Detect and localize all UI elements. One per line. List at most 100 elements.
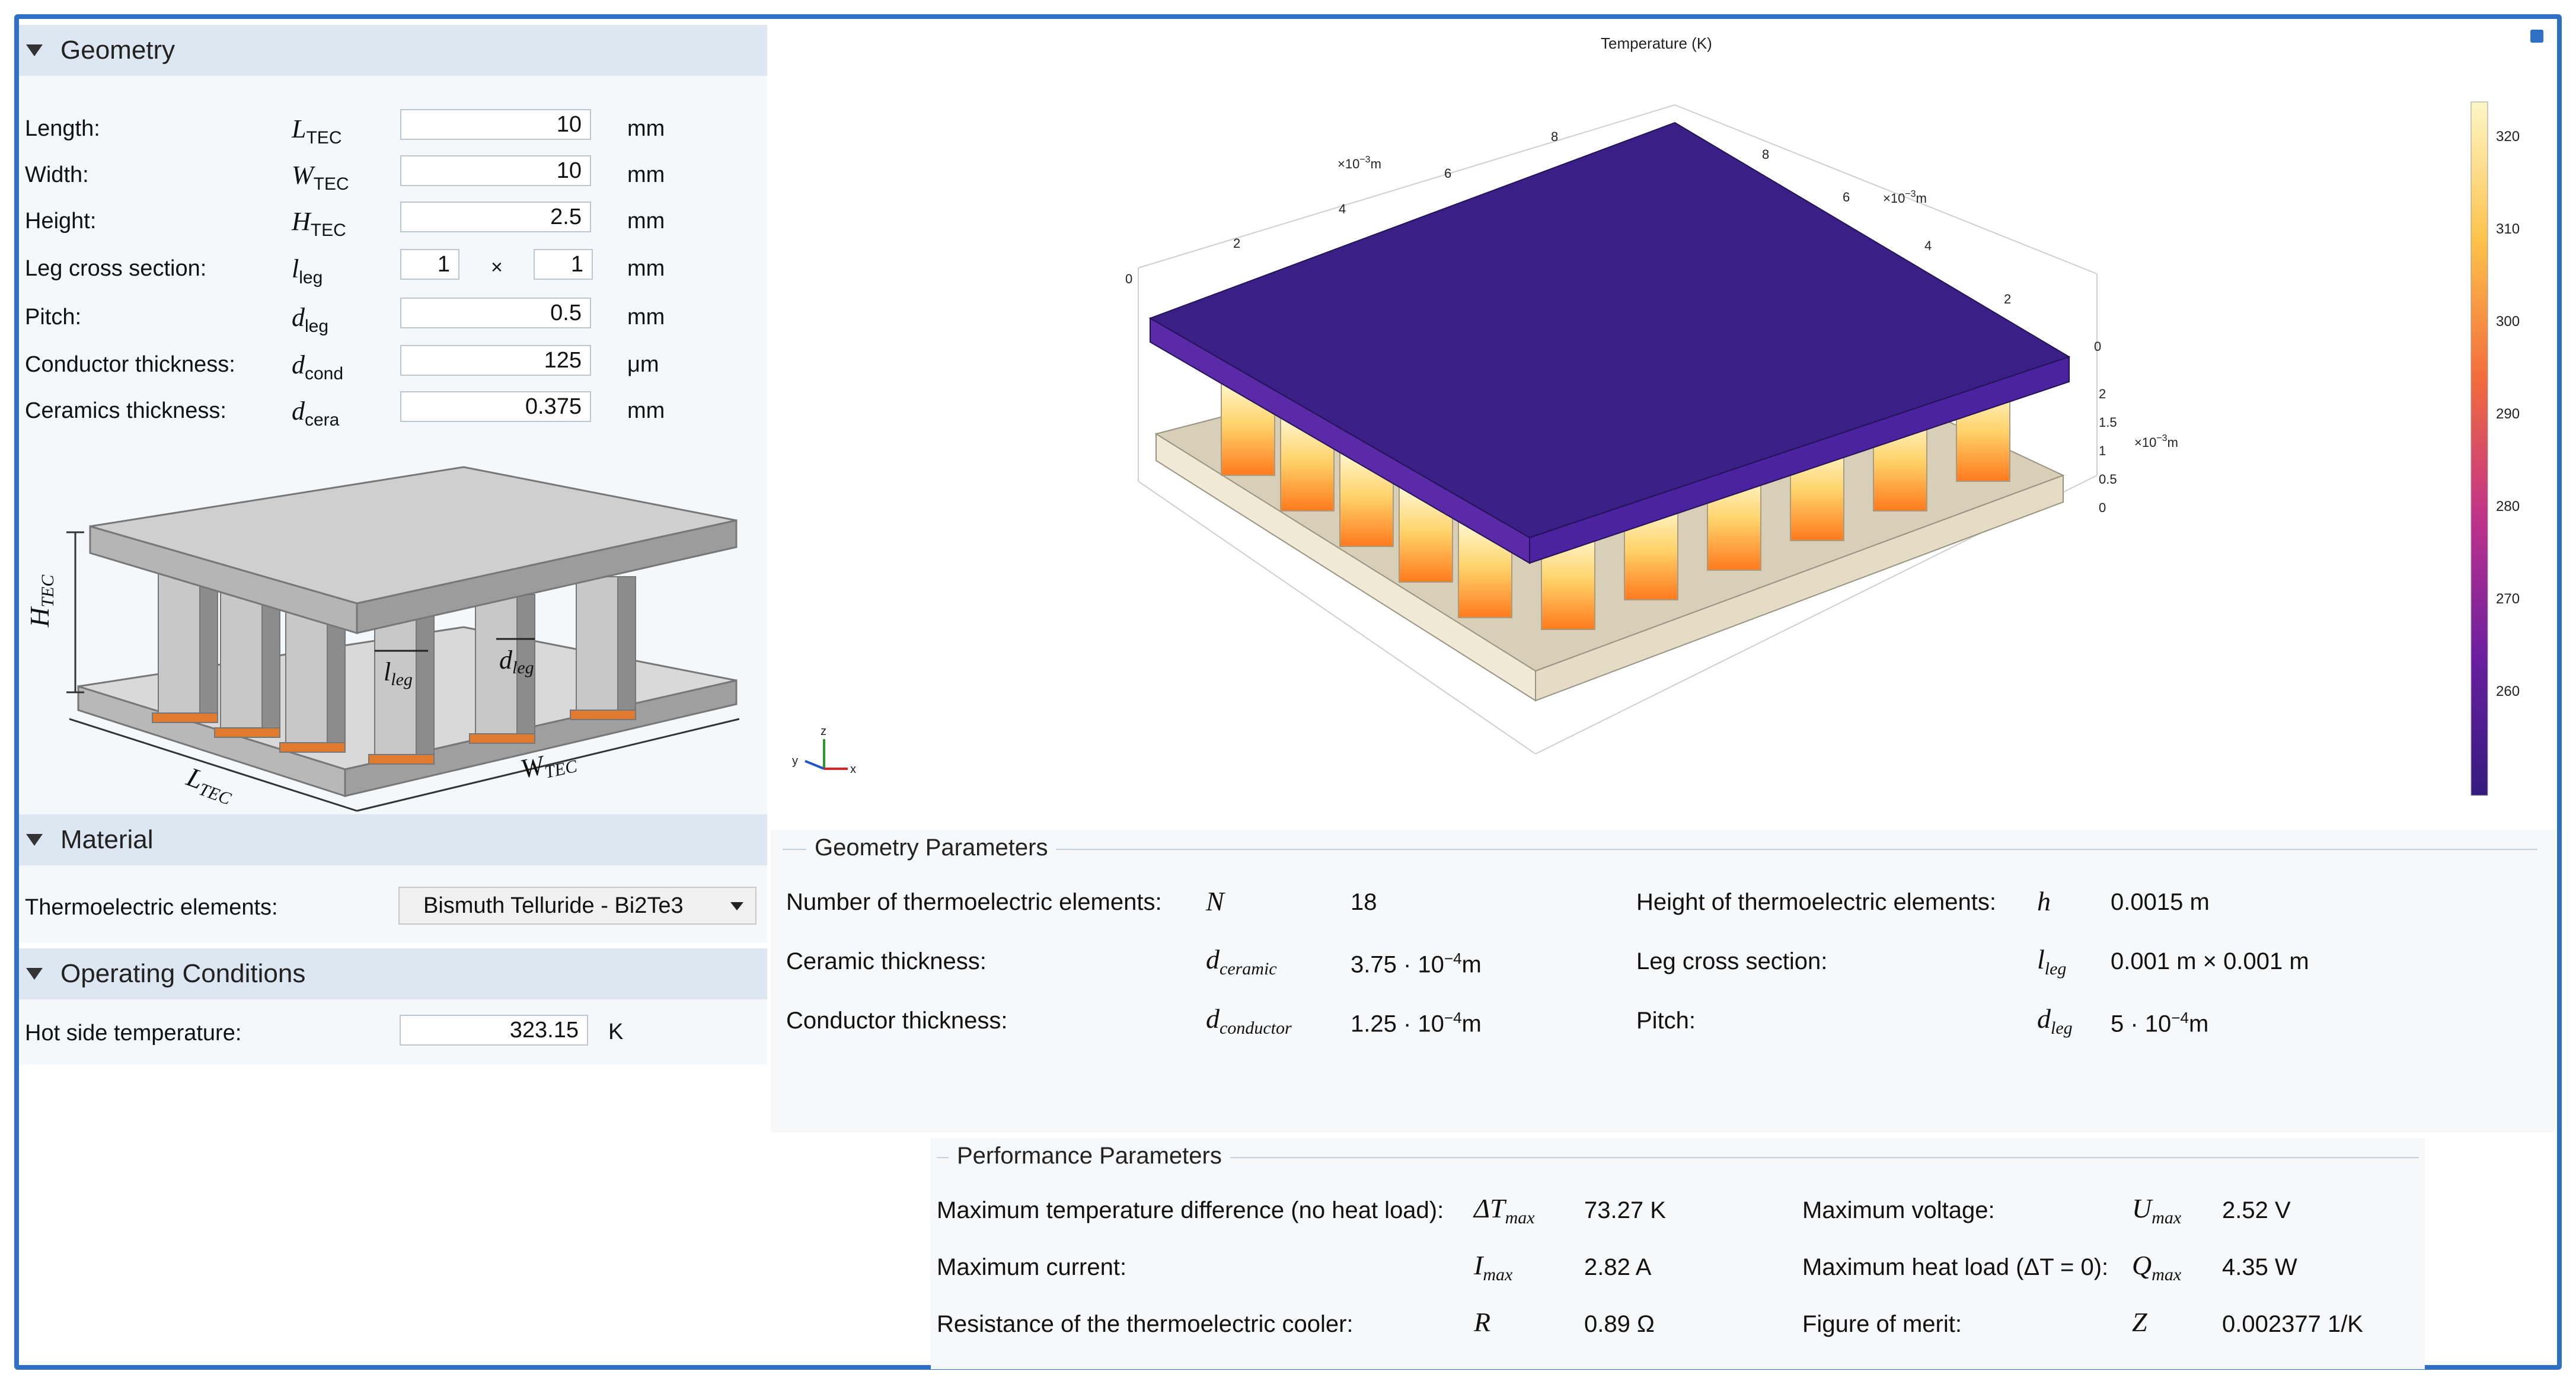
param-symbol: N	[1206, 886, 1224, 916]
conductor-thickness-unit: μm	[627, 352, 659, 377]
x-tick: 6	[1444, 166, 1451, 181]
collapse-triangle-icon[interactable]	[26, 968, 43, 980]
pitch-input[interactable]: 0.5	[400, 298, 591, 328]
operating-section-header[interactable]: Operating Conditions	[19, 948, 767, 999]
x-tick: 2	[1233, 236, 1240, 251]
perf-symbol: R	[1474, 1307, 1491, 1337]
perf-symbol: ΔTmax	[1474, 1193, 1535, 1228]
geometry-section-title: Geometry	[60, 36, 175, 65]
width-input[interactable]: 10	[400, 155, 591, 186]
svg-text:x: x	[850, 763, 856, 776]
width-symbol: WTEC	[292, 161, 349, 194]
perf-value: 2.52 V	[2222, 1197, 2291, 1223]
leg-cross-section-row: Leg cross section: lleg 1 × 1 mm	[25, 249, 760, 287]
material-section-header[interactable]: Material	[19, 814, 767, 865]
selected-material: Bismuth Telluride - Bi2Te3	[423, 893, 684, 918]
ceramics-thickness-unit: mm	[627, 398, 665, 423]
svg-text:z: z	[821, 725, 826, 738]
hot-side-temperature-label: Hot side temperature:	[25, 1021, 242, 1046]
group-divider	[937, 1157, 2419, 1158]
diagram-leg-label: lleg	[384, 657, 413, 689]
param-value: 18	[1351, 889, 1377, 915]
colorbar-tick: 300	[2496, 314, 2520, 330]
param-label: Pitch:	[1636, 1008, 1696, 1034]
param-label: Height of thermoelectric elements:	[1636, 889, 1996, 915]
leg-cross-section-input-2[interactable]: 1	[534, 249, 593, 280]
x-tick: 0	[1125, 271, 1132, 286]
y-tick: 4	[1924, 238, 1932, 253]
y-tick: 6	[1843, 190, 1850, 204]
height-label: Height:	[25, 209, 97, 234]
height-symbol: HTEC	[292, 207, 346, 240]
thermoelectric-material-select[interactable]: Bismuth Telluride - Bi2Te3	[398, 887, 756, 925]
graphics-toolbar-icon[interactable]	[2530, 30, 2543, 43]
length-input[interactable]: 10	[400, 109, 591, 140]
leg-cross-section-unit: mm	[627, 256, 665, 281]
diagram-pitch-label: dleg	[499, 645, 534, 677]
group-divider	[783, 849, 2537, 850]
height-input[interactable]: 2.5	[400, 202, 591, 232]
perf-label: Maximum voltage:	[1802, 1197, 1995, 1223]
perf-value: 0.89 Ω	[1584, 1311, 1655, 1337]
pitch-label: Pitch:	[25, 305, 82, 330]
perf-label: Figure of merit:	[1802, 1311, 1962, 1337]
param-label: Ceramic thickness:	[786, 948, 987, 974]
leg-cross-section-symbol: lleg	[292, 254, 323, 287]
param-value: 1.25 · 10−4m	[1351, 1009, 1482, 1037]
geometry-section-header[interactable]: Geometry	[19, 25, 767, 76]
param-value: 5 · 10−4m	[2111, 1009, 2209, 1037]
conductor-thickness-symbol: dcond	[292, 350, 344, 383]
tec-geometry-diagram: HTEC LTEC WTEC lleg dleg	[25, 466, 740, 812]
y-tick: 8	[1762, 147, 1769, 162]
conductor-thickness-label: Conductor thickness:	[25, 352, 235, 377]
width-row: Width: WTEC 10 mm	[25, 155, 760, 194]
param-symbol: dleg	[2037, 1003, 2073, 1038]
temperature-3d-plot: 0 2 4 6 8 ×10−3m 8 6 4 2 0 ×10−3m 2 1.5 …	[792, 101, 2520, 796]
performance-parameters-group: Performance Parameters Maximum temperatu…	[931, 1138, 2425, 1369]
diagram-height-label: HTEC	[25, 574, 58, 628]
hot-side-temperature-input[interactable]: 323.15	[400, 1015, 588, 1046]
perf-label: Maximum heat load (ΔT = 0):	[1802, 1254, 2109, 1280]
param-symbol: dconductor	[1206, 1003, 1292, 1038]
leg-cross-section-input-1[interactable]: 1	[400, 249, 459, 280]
conductor-thickness-input[interactable]: 125	[400, 345, 591, 376]
width-label: Width:	[25, 162, 89, 187]
ceramics-thickness-row: Ceramics thickness: dcera 0.375 mm	[25, 391, 760, 430]
leg-cross-section-label: Leg cross section:	[25, 256, 207, 281]
y-scale-label: ×10−3m	[1883, 189, 1927, 206]
y-tick: 0	[2094, 339, 2101, 354]
axis-triad-icon: z x y	[792, 725, 856, 776]
ceramics-thickness-symbol: dcera	[292, 397, 340, 430]
material-section-title: Material	[60, 825, 154, 854]
graphics-window[interactable]: Temperature (K)	[771, 19, 2555, 813]
conductor-thickness-row: Conductor thickness: dcond 125 μm	[25, 345, 760, 383]
param-value: 0.001 m × 0.001 m	[2111, 948, 2309, 974]
perf-value: 73.27 K	[1584, 1197, 1666, 1223]
colorbar-tick: 270	[2496, 591, 2520, 607]
temperature-colorbar	[2470, 101, 2488, 796]
z-tick: 2	[2099, 386, 2106, 401]
colorbar-tick: 290	[2496, 406, 2520, 422]
height-row: Height: HTEC 2.5 mm	[25, 202, 760, 240]
material-section-body: Thermoelectric elements: Bismuth Telluri…	[19, 865, 767, 942]
diagram-length-label: LTEC	[181, 761, 239, 809]
param-symbol: dceramic	[1206, 944, 1277, 979]
pitch-symbol: dleg	[292, 303, 329, 336]
perf-symbol: Z	[2132, 1307, 2147, 1337]
width-unit: mm	[627, 162, 665, 187]
pitch-unit: mm	[627, 305, 665, 330]
length-unit: mm	[627, 116, 665, 141]
ceramics-thickness-input[interactable]: 0.375	[400, 391, 591, 422]
collapse-triangle-icon[interactable]	[26, 834, 43, 846]
collapse-triangle-icon[interactable]	[26, 44, 43, 56]
height-unit: mm	[627, 209, 665, 234]
colorbar-tick: 310	[2496, 221, 2520, 237]
z-scale-label: ×10−3m	[2134, 433, 2178, 450]
geometry-parameters-group: Geometry Parameters Number of thermoelec…	[771, 830, 2555, 1132]
dropdown-arrow-icon[interactable]	[730, 902, 743, 910]
param-value: 0.0015 m	[2111, 889, 2210, 915]
plot-title: Temperature (K)	[1601, 34, 1712, 52]
performance-parameters-title: Performance Parameters	[949, 1143, 1230, 1169]
param-symbol: lleg	[2037, 944, 2067, 979]
z-tick: 1	[2099, 443, 2106, 458]
